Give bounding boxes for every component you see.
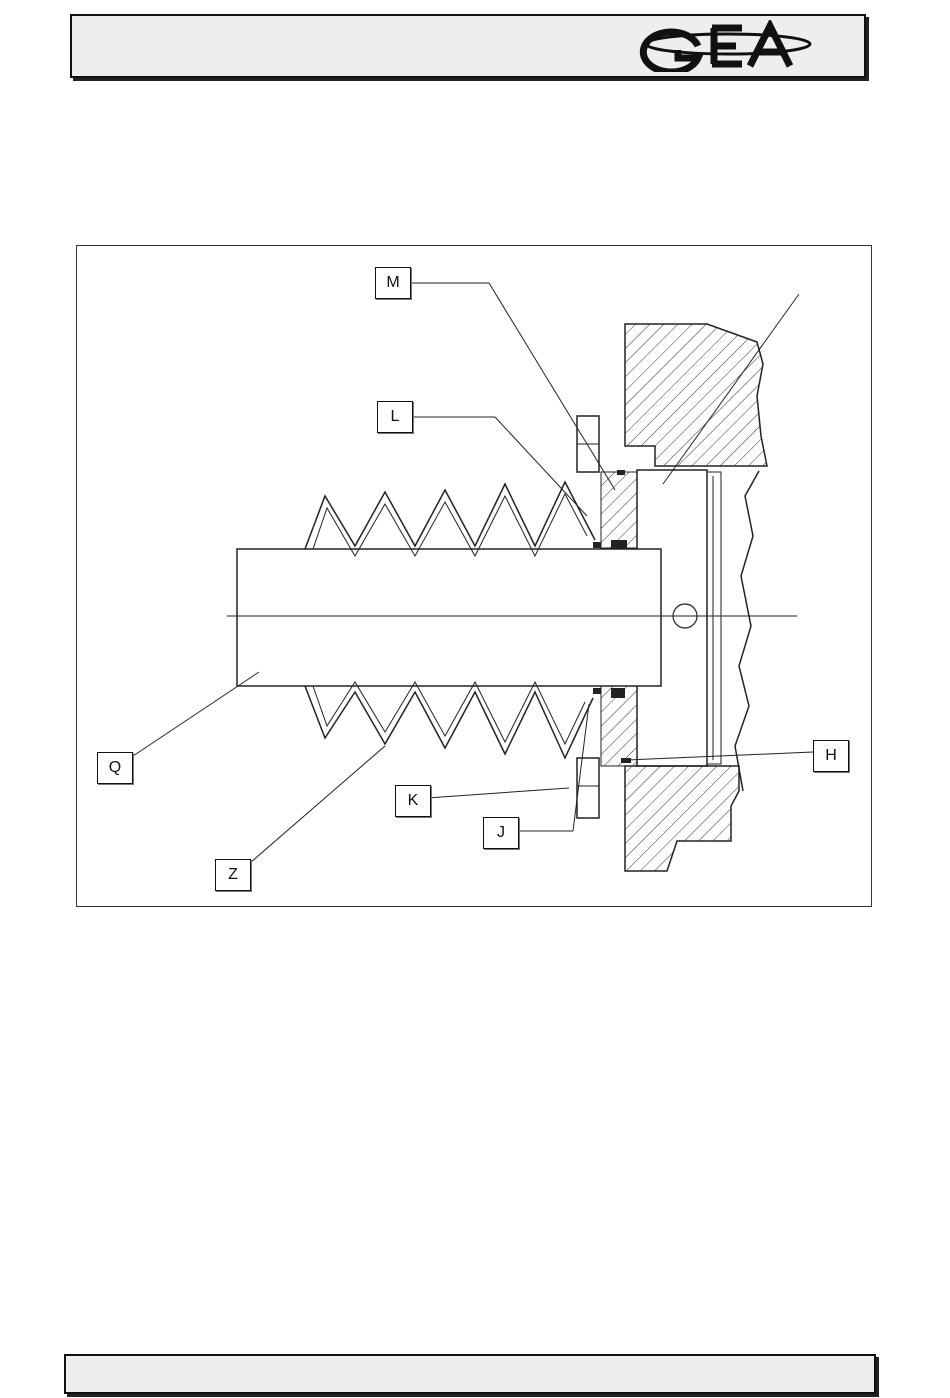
bellows-upper <box>305 482 595 549</box>
sleeve-inner <box>707 472 721 764</box>
footer-bar <box>64 1354 876 1394</box>
shaft <box>237 549 661 686</box>
break-line <box>735 471 759 791</box>
callout-j: J <box>483 817 519 849</box>
bellows-lower <box>305 686 593 758</box>
header-bar <box>70 14 866 78</box>
seal-cross-section-figure: M L Q Z K J H <box>76 245 872 907</box>
gea-logo <box>638 20 818 72</box>
callout-z: Z <box>215 859 251 891</box>
callout-q: Q <box>97 752 133 784</box>
leader-h <box>627 752 813 760</box>
leader-q <box>133 672 259 756</box>
callout-h: H <box>813 740 849 772</box>
seal-drawing <box>77 246 871 906</box>
callout-m: M <box>375 267 411 299</box>
bolt-lower <box>577 758 599 818</box>
gland-plate-upper <box>601 472 637 548</box>
callout-l: L <box>377 401 413 433</box>
callout-k: K <box>395 785 431 817</box>
lower-housing <box>625 766 739 871</box>
upper-housing <box>625 324 767 466</box>
leader-k <box>427 788 569 798</box>
leader-z <box>251 746 385 862</box>
